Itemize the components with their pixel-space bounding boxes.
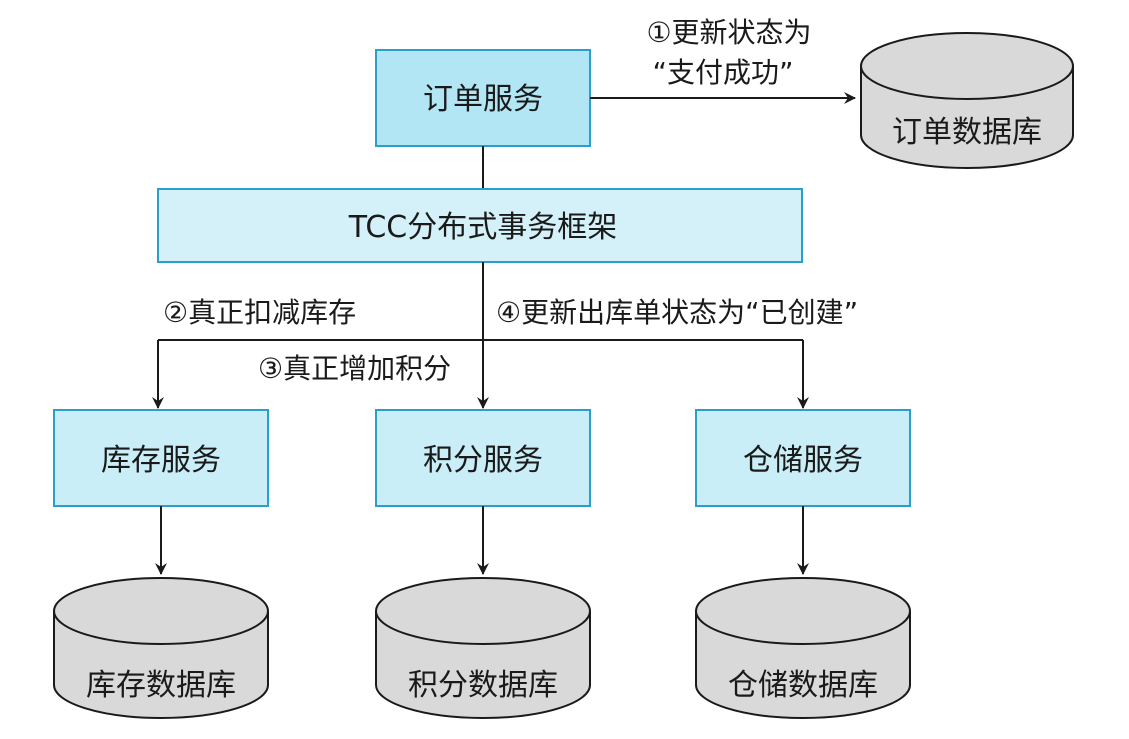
step1-label-line2: “支付成功” xyxy=(652,56,793,89)
step3-label: ③真正增加积分 xyxy=(258,352,451,385)
order-db-label: 订单数据库 xyxy=(892,115,1042,150)
inventory-service-node: 库存服务 xyxy=(53,409,269,507)
points-db-top xyxy=(375,577,591,645)
warehouse-service-node: 仓储服务 xyxy=(695,409,911,507)
warehouse-db-label: 仓储数据库 xyxy=(728,668,878,703)
warehouse-service-box xyxy=(695,409,911,507)
order-db-node: 订单数据库 xyxy=(860,32,1074,169)
tcc-framework-box xyxy=(157,188,803,263)
tcc-framework-node: TCC分布式事务框架 xyxy=(157,188,803,263)
order-service-label: 订单服务 xyxy=(423,82,543,117)
order-service-node: 订单服务 xyxy=(375,49,591,147)
points-db-node: 积分数据库 xyxy=(375,577,591,719)
warehouse-service-label: 仓储服务 xyxy=(743,443,863,478)
step2-label: ②真正扣减库存 xyxy=(163,296,356,329)
step1-label-line1: ①更新状态为 xyxy=(646,16,811,49)
warehouse-db-node: 仓储数据库 xyxy=(695,577,911,719)
points-db-label: 积分数据库 xyxy=(408,668,558,703)
order-service-box xyxy=(375,49,591,147)
points-service-box xyxy=(375,409,591,507)
inventory-service-box xyxy=(53,409,269,507)
step4-label: ④更新出库单状态为“已创建” xyxy=(496,296,858,329)
order-db-top xyxy=(860,32,1074,100)
inventory-db-label: 库存数据库 xyxy=(86,668,236,703)
tcc-framework-label: TCC分布式事务框架 xyxy=(348,210,617,245)
inventory-db-top xyxy=(53,577,269,645)
points-service-node: 积分服务 xyxy=(375,409,591,507)
points-service-label: 积分服务 xyxy=(423,443,543,478)
inventory-db-node: 库存数据库 xyxy=(53,577,269,719)
warehouse-db-top xyxy=(695,577,911,645)
inventory-service-label: 库存服务 xyxy=(101,443,221,478)
